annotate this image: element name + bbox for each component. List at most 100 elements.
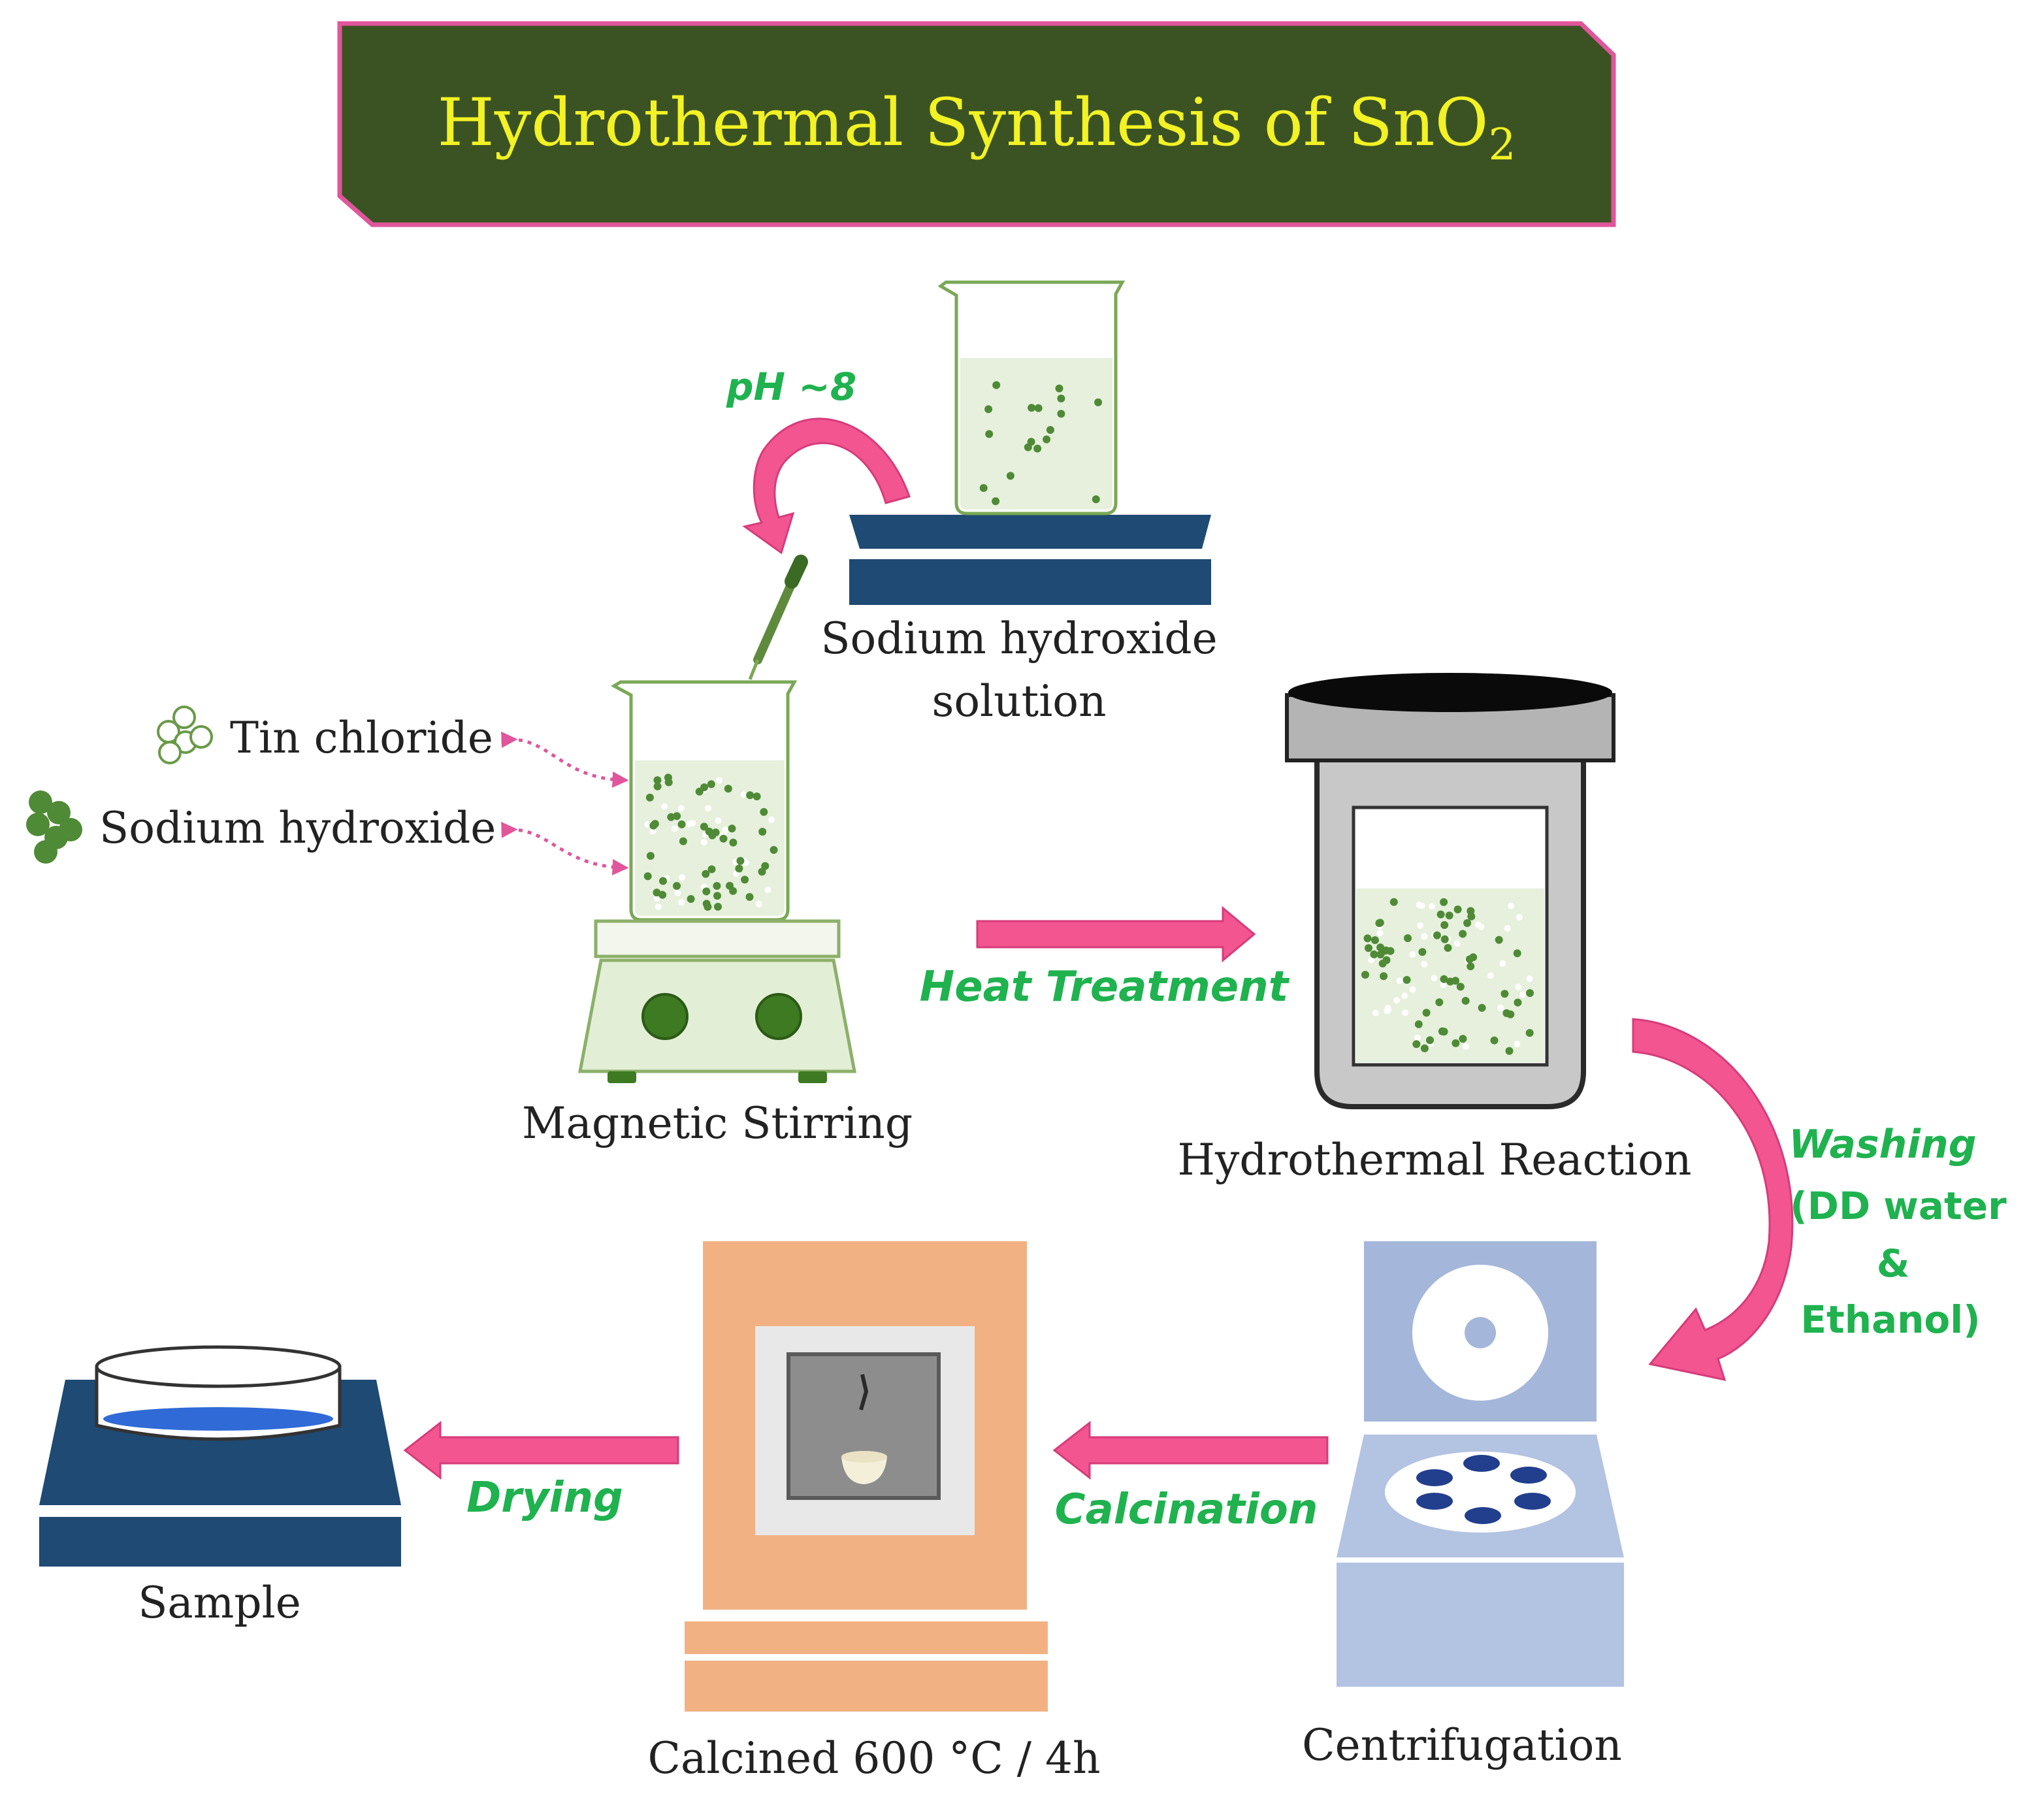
naoh-particles (979, 381, 1103, 506)
particle-green (1404, 934, 1412, 943)
centrifuge-tube-slots (1416, 1455, 1551, 1524)
particle-green (1024, 443, 1032, 451)
petri-dish-icon (95, 1345, 342, 1441)
particle-white (1429, 903, 1436, 910)
particle-green (1469, 953, 1478, 962)
calcined-label: Calcined 600 °C / 4h (648, 1733, 1101, 1783)
particle-green (707, 780, 715, 789)
centrifuge: Centrifugation (1302, 1241, 1624, 1770)
particle-white (1421, 933, 1428, 940)
particle-green (761, 862, 770, 870)
particle-green (1445, 911, 1453, 920)
particle-green (1490, 1036, 1499, 1045)
particle-green (1422, 1009, 1431, 1017)
particle-white (661, 803, 668, 810)
washing-solvent-label-3: Ethanol) (1800, 1297, 1980, 1342)
particle-green (1435, 998, 1444, 1007)
particle-white (705, 805, 712, 812)
particle-green (1380, 972, 1388, 981)
particle-green (1501, 990, 1509, 998)
particle-white (653, 895, 660, 902)
particle-green (700, 822, 708, 831)
title-text: Hydrothermal Synthesis of SnO (438, 84, 1489, 161)
particle-green (746, 791, 754, 800)
particle-green (984, 405, 993, 414)
particle-green (1495, 935, 1503, 944)
particle-white (1421, 960, 1428, 968)
dropper-icon (748, 555, 808, 680)
particle-green (741, 875, 749, 884)
particle-green (1446, 977, 1455, 986)
centrifuge-lid-hub (1465, 1317, 1496, 1348)
title-banner: Hydrothermal Synthesis of SnO2 (337, 21, 1616, 227)
particle-green (1006, 472, 1014, 480)
particle-green (1513, 949, 1521, 958)
particle-green (1057, 395, 1065, 402)
particle-white (674, 889, 681, 896)
particle-green (992, 497, 1000, 506)
washing-solvent-label-2: & (1877, 1241, 1910, 1286)
particle-green (726, 881, 734, 890)
tin-chloride-legend: Tin chloride (157, 706, 629, 788)
particle-green (1440, 1028, 1448, 1036)
particle-white (1504, 925, 1511, 932)
title-subscript: 2 (1488, 120, 1516, 170)
sodium-hydroxide-legend: Sodium hydroxide (26, 790, 629, 875)
particle-green (1375, 919, 1384, 928)
particle-green (1467, 907, 1475, 915)
particle-green (667, 813, 675, 821)
particle-white (644, 821, 651, 828)
particle-white (1526, 975, 1533, 983)
particle-white (677, 805, 685, 812)
particle-white (1514, 1041, 1521, 1047)
particle-green (1478, 1003, 1486, 1012)
particle-green (1046, 426, 1054, 434)
particle-white (764, 886, 771, 894)
particle-green (1426, 1036, 1434, 1045)
particle-green (985, 430, 994, 438)
stand-base (849, 559, 1211, 605)
particle-green (664, 773, 672, 782)
drying-label: Drying (466, 1474, 623, 1522)
particle-green (1506, 1010, 1515, 1018)
particle-green (728, 824, 736, 833)
particle-white (679, 874, 686, 881)
furnace-stand-top (685, 1621, 1048, 1654)
particle-green (1440, 921, 1449, 929)
particle-white (1497, 1004, 1504, 1011)
particle-white (1519, 991, 1527, 998)
particle-green (713, 882, 721, 890)
particle-white (655, 903, 662, 911)
particle-green (1463, 919, 1472, 927)
particle-green (679, 837, 687, 845)
particle-green (1505, 1047, 1514, 1055)
particle-white (649, 828, 657, 835)
calcination-label: Calcination (1055, 1486, 1318, 1534)
particle-green (1456, 983, 1465, 991)
particle-green (1055, 384, 1063, 393)
ph-label: pH ~8 (726, 365, 856, 409)
particle-white (722, 826, 729, 834)
particle-white (1508, 902, 1514, 909)
naoh-beaker (937, 280, 1126, 515)
particle-green (1034, 404, 1043, 412)
particle-white (700, 839, 707, 846)
hydrothermal-reaction-label: Hydrothermal Reaction (1178, 1135, 1692, 1185)
tin-chloride-label: Tin chloride (230, 713, 493, 763)
particle-green (745, 893, 754, 901)
furnace: Calcined 600 °C / 4h (648, 1241, 1101, 1783)
stand-top (849, 515, 1211, 549)
particle-green (1403, 976, 1411, 984)
particle-white (1515, 983, 1522, 990)
particle-green (1043, 435, 1051, 444)
particle-green (1440, 935, 1449, 943)
particle-green (1440, 975, 1448, 983)
magnetic-stirring-label: Magnetic Stirring (522, 1098, 913, 1148)
particle-green (736, 856, 745, 865)
sample-label: Sample (138, 1578, 301, 1628)
particle-white (1396, 977, 1403, 984)
particle-green (1467, 962, 1475, 971)
particle-white (1478, 923, 1485, 930)
particle-green (729, 838, 738, 847)
